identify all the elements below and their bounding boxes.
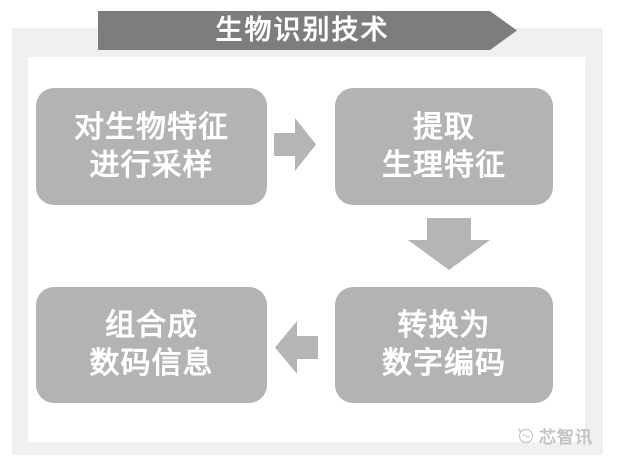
step-convert-box: 转换为 数字编码 bbox=[335, 287, 553, 403]
arrow-down-icon bbox=[408, 218, 490, 270]
step-text-line: 组合成 bbox=[105, 309, 198, 342]
step-text-line: 数字编码 bbox=[382, 347, 506, 380]
watermark-text: 芯智讯 bbox=[539, 428, 593, 447]
title-banner: 生物识别技术 bbox=[98, 11, 517, 50]
arrow-right-icon bbox=[274, 118, 316, 171]
diagram-title: 生物识别技术 bbox=[215, 15, 390, 45]
step-text-line: 进行采样 bbox=[89, 148, 214, 182]
watermark: 芯智讯 bbox=[517, 423, 593, 448]
step-sample-box: 对生物特征 进行采样 bbox=[36, 88, 267, 205]
arrow-left-icon bbox=[275, 321, 318, 374]
step-text-line: 数码信息 bbox=[89, 347, 214, 380]
step-text-line: 生理特征 bbox=[382, 148, 506, 182]
step-combine-box: 组合成 数码信息 bbox=[36, 287, 267, 403]
step-text-line: 提取 bbox=[413, 110, 475, 144]
step-text-line: 对生物特征 bbox=[74, 110, 229, 144]
step-text-line: 转换为 bbox=[397, 309, 491, 342]
step-extract-box: 提取 生理特征 bbox=[335, 88, 553, 205]
xinzhixun-logo-icon bbox=[517, 427, 534, 444]
